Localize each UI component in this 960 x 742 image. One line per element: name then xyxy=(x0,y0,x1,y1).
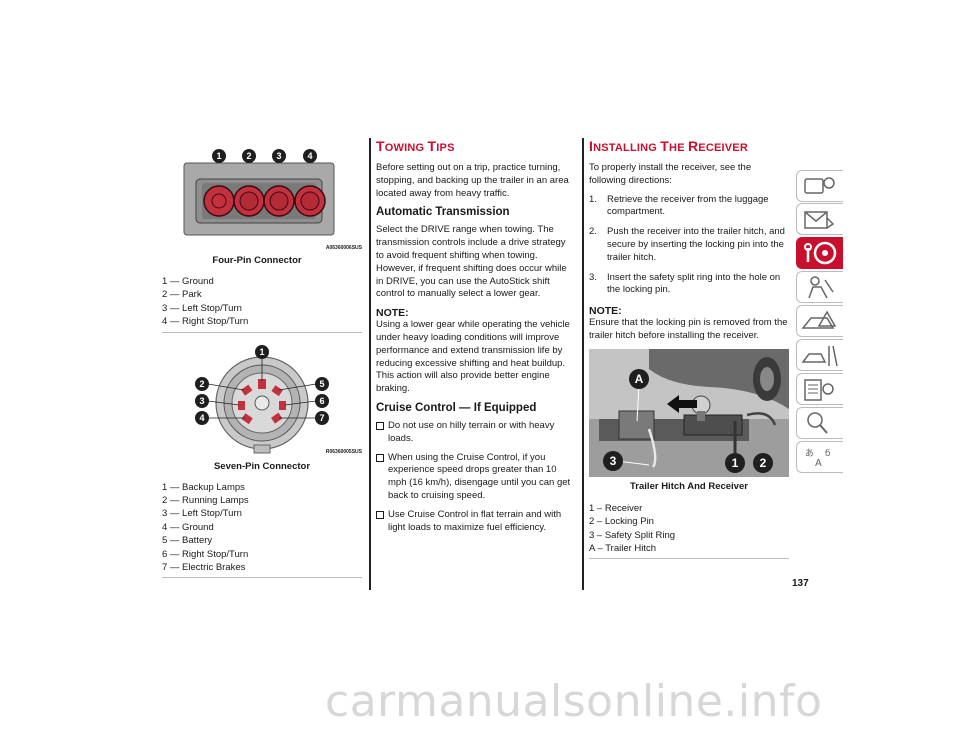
callout-1: 1 xyxy=(725,452,745,473)
column-divider xyxy=(582,138,584,590)
tab-safety[interactable] xyxy=(796,203,843,235)
legend-item: A – Trailer Hitch xyxy=(589,542,657,554)
left-column: 1 2 3 4 A06360006SUS Four-Pin Connector … xyxy=(162,135,362,579)
section-title-towing-tips: TOWING TIPS xyxy=(376,138,455,154)
callout-5: 5 xyxy=(315,376,329,391)
callout-2: 2 xyxy=(753,452,773,473)
middle-column: TOWING TIPS Before setting out on a trip… xyxy=(376,138,576,540)
installing-intro: To properly install the receiver, see th… xyxy=(589,162,752,186)
note-text: Ensure that the locking pin is removed f… xyxy=(589,317,788,341)
legend-item: 1 — Ground xyxy=(162,276,214,287)
legend-item: 5 — Battery xyxy=(162,535,213,547)
legend-item: 3 — Left Stop/Turn xyxy=(162,508,242,520)
note-label: NOTE: xyxy=(376,307,409,320)
tab-starting-operating[interactable] xyxy=(796,237,843,269)
trailer-hitch-photo: A 3 1 2 xyxy=(589,348,789,477)
svg-text:あ: あ xyxy=(805,448,814,459)
towing-intro: Before setting out on a trip, practice t… xyxy=(376,162,569,199)
step-item: 2.Push the receiver into the trailer hit… xyxy=(589,226,785,263)
divider xyxy=(589,558,789,560)
callout-3: 3 xyxy=(272,149,286,163)
tab-servicing[interactable] xyxy=(796,339,843,371)
four-pin-legend: 1 — Ground 2 — Park 3 — Left Stop/Turn 4… xyxy=(162,275,362,329)
service-tools-icon xyxy=(801,345,838,367)
checkbox-bullet-icon xyxy=(376,453,384,462)
callout-4: 4 xyxy=(195,410,209,425)
dashboard-info-icon xyxy=(804,177,835,194)
legend-item: 2 — Park xyxy=(162,289,202,301)
seven-pin-legend: 1 — Backup Lamps 2 — Running Lamps 3 — L… xyxy=(162,481,362,575)
divider xyxy=(162,331,362,333)
callout-4: 4 xyxy=(303,149,317,163)
seven-pin-connector-illustration xyxy=(207,356,317,454)
safety-envelope-icon xyxy=(804,211,835,229)
svg-text:A: A xyxy=(815,458,822,469)
direction-arrow-icon xyxy=(667,394,697,418)
legend-item: 7 — Electric Brakes xyxy=(162,562,246,574)
callout-3: 3 xyxy=(603,450,623,471)
legend-item: 1 — Backup Lamps xyxy=(162,481,245,493)
automatic-transmission-text: Select the DRIVE range when towing. The … xyxy=(376,224,567,300)
seven-pin-caption: Seven-Pin Connector xyxy=(213,460,311,472)
seven-pin-figure: 1 2 3 4 5 6 7 R06360005SUS xyxy=(162,337,362,459)
trailer-hitch-caption: Trailer Hitch And Receiver xyxy=(630,480,748,492)
warranty-list-icon xyxy=(804,379,834,401)
checkbox-bullet-icon xyxy=(376,510,384,519)
checkbox-bullet-icon xyxy=(376,421,384,430)
note-text: Using a lower gear while operating the v… xyxy=(376,319,570,395)
legend-item: 6 — Right Stop/Turn xyxy=(162,548,249,560)
column-divider xyxy=(369,138,371,590)
section-title-installing-receiver: INSTALLING THE RECEIVER xyxy=(589,138,748,154)
callout-6: 6 xyxy=(315,393,329,408)
language-alphabet-icon: あAб xyxy=(805,448,831,469)
right-column: INSTALLING THE RECEIVER To properly inst… xyxy=(589,138,789,560)
four-pin-figure: 1 2 3 4 A06360006SUS xyxy=(162,135,362,257)
page-number: 137 xyxy=(792,578,809,589)
seven-pin-image-code: R06360005SUS xyxy=(325,448,362,455)
callout-1: 1 xyxy=(212,149,226,163)
four-pin-caption: Four-Pin Connector xyxy=(212,255,302,266)
step-item: 1.Retrieve the receiver from the luggage… xyxy=(589,193,769,218)
tab-emergency[interactable] xyxy=(796,305,843,337)
svg-text:б: б xyxy=(825,449,831,459)
tab-specifications[interactable] xyxy=(796,373,843,405)
callout-3: 3 xyxy=(195,393,209,408)
watermark-text: carmanualsonline.info xyxy=(325,676,823,727)
list-item: Use Cruise Control in flat terrain and w… xyxy=(376,509,576,535)
automatic-transmission-heading: Automatic Transmission xyxy=(376,206,510,219)
tab-multimedia[interactable] xyxy=(796,271,843,303)
four-pin-image-code: A06360006SUS xyxy=(325,245,362,251)
legend-item: 2 — Running Lamps xyxy=(162,495,249,507)
note-label: NOTE: xyxy=(589,305,622,318)
search-index-icon xyxy=(807,412,828,434)
legend-item: 3 — Left Stop/Turn xyxy=(162,302,242,314)
list-item: When using the Cruise Control, if you ex… xyxy=(376,452,576,503)
callout-1: 1 xyxy=(255,344,269,359)
step-item: 3.Insert the safety split ring into the … xyxy=(589,271,781,296)
tab-dashboard-info[interactable] xyxy=(796,170,843,202)
steering-wheel-key-icon xyxy=(804,241,837,265)
callout-2: 2 xyxy=(195,376,209,391)
callout-7: 7 xyxy=(315,410,329,425)
driver-seat-icon xyxy=(808,276,834,299)
callout-a: A xyxy=(629,368,649,389)
divider xyxy=(162,577,362,579)
roadside-warning-icon xyxy=(801,310,837,329)
legend-item: 3 – Safety Split Ring xyxy=(589,529,676,541)
legend-item: 2 – Locking Pin xyxy=(589,516,654,528)
legend-item: 1 – Receiver xyxy=(589,502,643,514)
four-pin-connector-illustration xyxy=(183,156,335,236)
legend-item: 4 — Right Stop/Turn xyxy=(162,316,249,328)
cruise-control-heading: Cruise Control — If Equipped xyxy=(376,401,537,414)
list-item: Do not use on hilly terrain or with heav… xyxy=(376,420,576,446)
trailer-hitch-legend: 1 – Receiver 2 – Locking Pin 3 – Safety … xyxy=(589,502,789,556)
tab-index[interactable] xyxy=(796,407,843,439)
callout-2: 2 xyxy=(242,149,256,163)
legend-item: 4 — Ground xyxy=(162,521,214,533)
